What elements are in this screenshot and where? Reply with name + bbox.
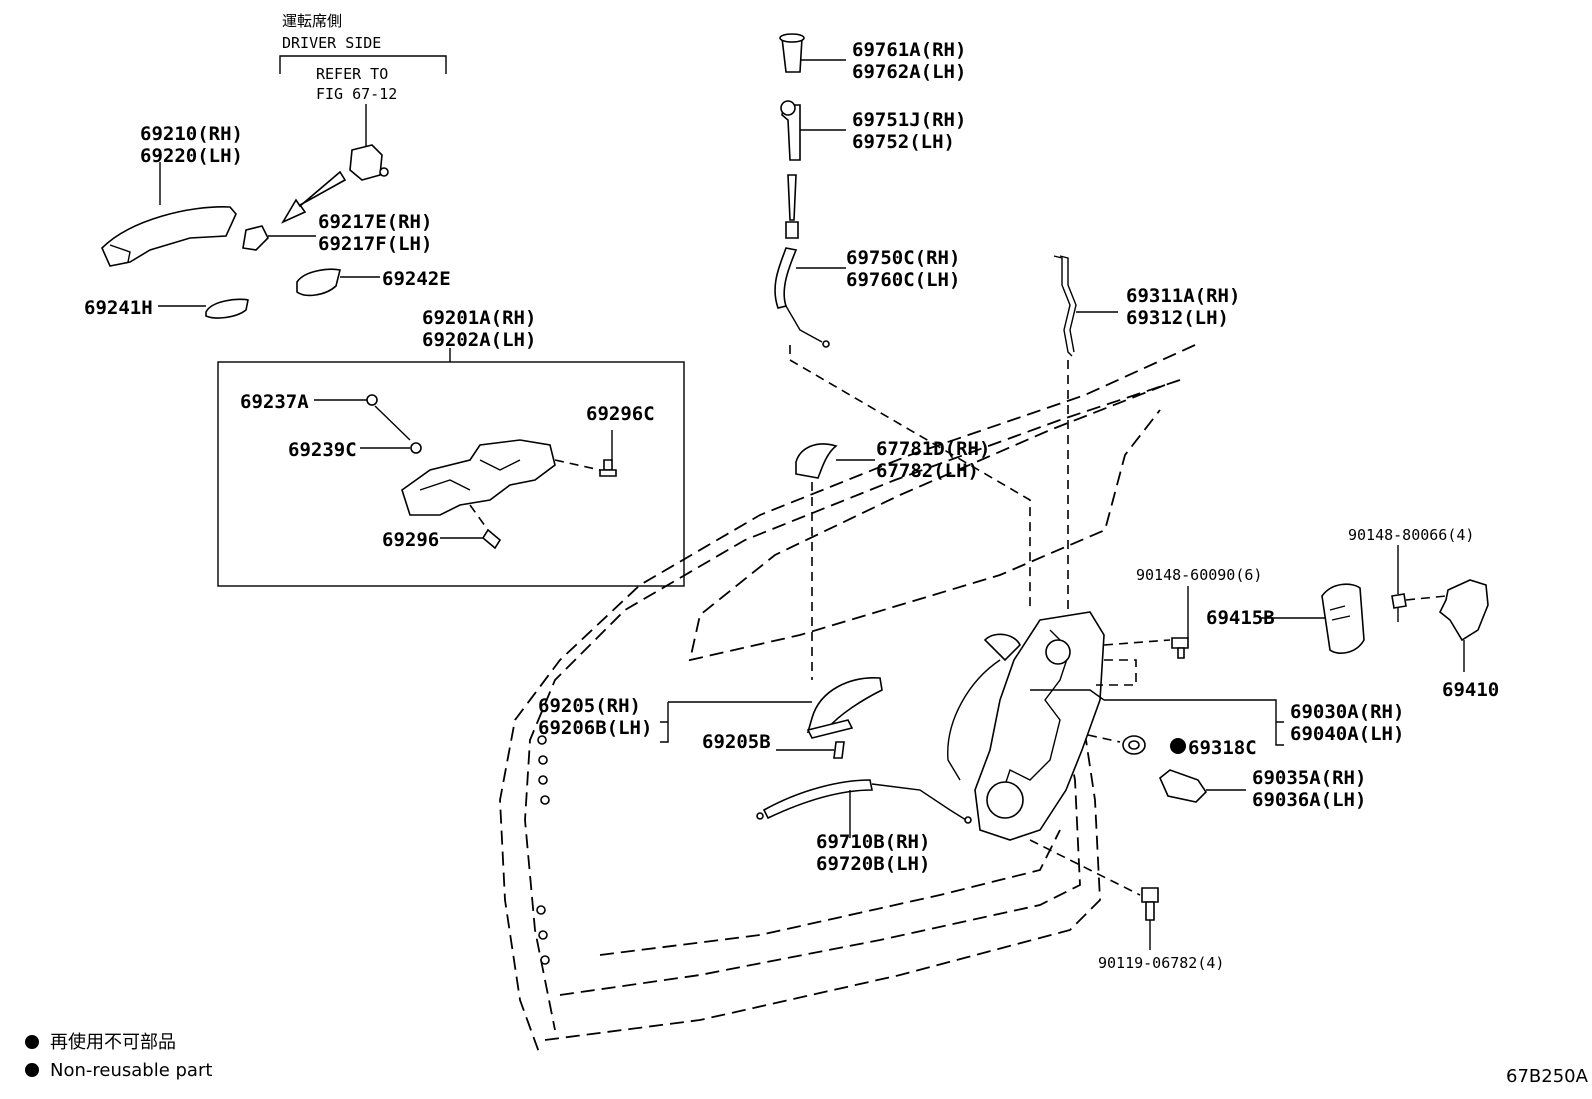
label-69318c: 69318C [1188,737,1257,759]
legend-jp: 再使用不可部品 [50,1032,176,1053]
door-frame [499,344,1196,1056]
label-69239c: 69239C [288,439,357,461]
part-labels: 69210(RH) 69220(LH) 69217E(RH) 69217F(LH… [84,39,1499,972]
label-69206b: 69206B(LH) [538,717,652,739]
label-69720b: 69720B(LH) [816,853,930,875]
striker-cover-group [1260,583,1365,654]
frame-assembly-parts [314,394,617,550]
figure-code: 67B250A [1506,1066,1589,1087]
label-69210: 69210(RH) [140,123,243,145]
lock-cover-part [1159,769,1208,803]
label-69220: 69220(LH) [140,145,243,167]
lock-rod [1053,255,1118,622]
label-69311a: 69311A(RH) [1126,285,1240,307]
label-69241h: 69241H [84,297,153,319]
non-reusable-bullet [1170,738,1186,754]
arrow-icon [281,170,347,224]
outside-handle-group [101,162,380,319]
label-69760c: 69760C(LH) [846,269,960,291]
label-90148-60090: 90148-60090(6) [1136,566,1262,584]
legend-en: Non-reusable part [50,1060,212,1081]
label-69762a: 69762A(LH) [852,61,966,83]
lock-cover-group [1159,769,1246,803]
label-69410: 69410 [1442,679,1499,701]
top-centre-parts [774,33,1031,608]
frame-cover [795,443,875,680]
label-69205b: 69205B [702,731,771,753]
handle-frame-part [401,439,556,516]
handle-cover-part [242,225,269,251]
outside-handle-part [101,206,237,267]
driver-side-jp: 運転席側 [282,12,342,30]
washer-group [1087,734,1186,755]
label-69312: 69312(LH) [1126,307,1229,329]
label-67781d: 67781D(RH) [876,438,990,460]
refer-fig-text: FIG 67-12 [316,85,397,103]
cable-part [774,247,798,309]
frame-cover-part [795,443,838,479]
label-69761a: 69761A(RH) [852,39,966,61]
refer-to-text: REFER TO [316,65,388,83]
label-69750c: 69750C(RH) [846,247,960,269]
label-69710b: 69710B(RH) [816,831,930,853]
label-69202a: 69202A(LH) [422,329,536,351]
label-69296c: 69296C [586,403,655,425]
striker-part [1438,579,1489,642]
door-holes [536,735,550,965]
label-69751j: 69751J(RH) [852,109,966,131]
label-69217f: 69217F(LH) [318,233,432,255]
label-69217e: 69217E(RH) [318,211,432,233]
bolt-90119 [1029,839,1159,950]
legend-bullet-jp [25,1035,39,1049]
label-69296: 69296 [382,529,439,551]
label-69237a: 69237A [240,391,309,413]
door-lock-assembly [947,611,1284,841]
driver-side-callout: 運転席側 DRIVER SIDE REFER TO FIG 67-12 [279,12,447,224]
lock-cylinder-part [349,144,383,181]
label-69201a: 69201A(RH) [422,307,536,329]
label-69752: 69752(LH) [852,131,955,153]
screw-60090 [1171,586,1189,659]
legend: 再使用不可部品 Non-reusable part [25,1032,212,1081]
label-69030a: 69030A(RH) [1290,701,1404,723]
inside-handle-part [806,677,883,734]
label-69036a: 69036A(LH) [1252,789,1366,811]
label-69415b: 69415B [1206,607,1275,629]
label-69040a: 69040A(LH) [1290,723,1404,745]
driver-side-en: DRIVER SIDE [282,34,381,52]
legend-bullet-en [25,1063,39,1077]
label-69205: 69205(RH) [538,695,641,717]
striker-group [1391,545,1489,672]
label-67782: 67782(LH) [876,460,979,482]
cap-part [781,37,803,73]
handle-seal-part [205,298,249,319]
inside-cable-group [756,779,972,838]
cylinder-part [781,104,801,161]
label-69035a: 69035A(RH) [1252,767,1366,789]
frame-assembly-box [217,361,685,587]
label-69242e: 69242E [382,268,451,290]
handle-pad-part [296,268,341,297]
label-90119: 90119-06782(4) [1098,954,1224,972]
label-90148-80066: 90148-80066(4) [1348,526,1474,544]
striker-cover-part [1321,583,1365,654]
inside-cable-part [762,779,873,820]
inside-handle-group [660,677,883,759]
